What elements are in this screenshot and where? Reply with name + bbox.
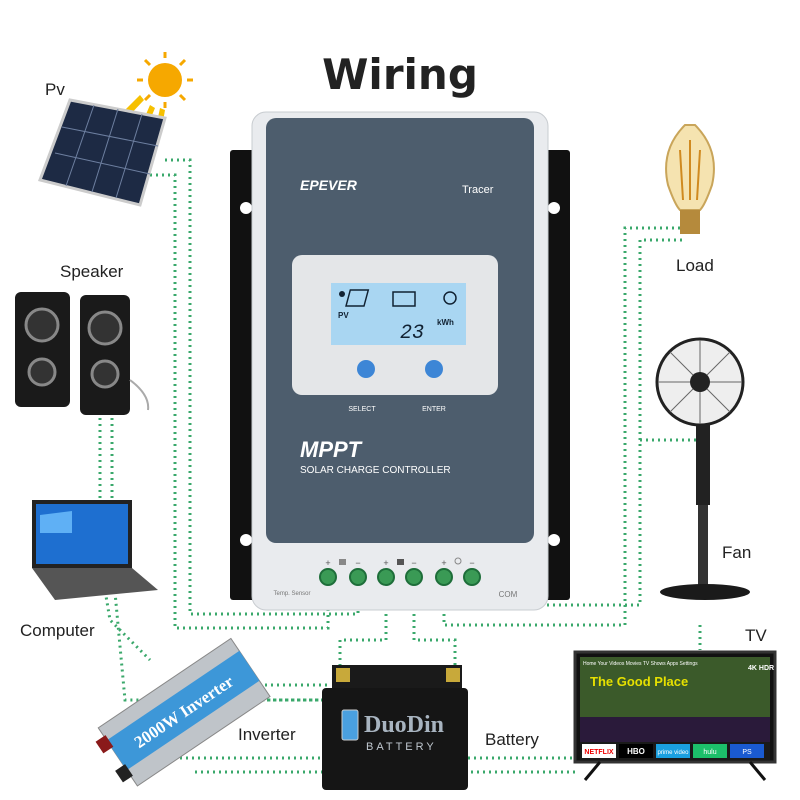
tv-app-playstation: PS: [742, 749, 752, 756]
terminal-sign: −: [411, 558, 416, 568]
lcd-screen: [331, 283, 466, 345]
pv-negative-terminal: [349, 568, 367, 586]
label-load: Load: [676, 256, 714, 275]
label-pv: Pv: [45, 80, 65, 99]
load-terminal-icon: [454, 557, 462, 565]
lcd-pv-icon: [339, 289, 370, 307]
select-label: SELECT: [348, 406, 376, 413]
page-title: Wiring: [322, 50, 478, 99]
epever-logo: EPEVER: [300, 177, 358, 193]
temp-sensor-label: Temp. Sensor: [273, 591, 310, 597]
solar-charge-controller-label: SOLAR CHARGE CONTROLLER: [300, 465, 451, 476]
tv-app-prime: prime video: [657, 750, 689, 756]
label-computer: Computer: [20, 621, 95, 640]
tracer-label: Tracer: [462, 184, 494, 196]
pv-terminal-icon: [339, 559, 346, 565]
lcd-bulb-icon: [443, 291, 457, 305]
label-fan: Fan: [722, 543, 752, 562]
terminal-sign: +: [325, 558, 330, 568]
battery-brand-text: DuoDin: [364, 712, 444, 738]
battery-image: DuoDin BATTERY: [322, 665, 468, 790]
terminal-sign: −: [355, 558, 360, 568]
wire-load-pos: [442, 226, 685, 627]
select-button[interactable]: [357, 360, 375, 378]
tv-app-hbo: HBO: [627, 747, 645, 756]
terminal-sign: −: [469, 558, 474, 568]
label-speaker: Speaker: [60, 262, 124, 281]
tv-show-title: The Good Place: [590, 674, 688, 689]
load-positive-terminal: [435, 568, 453, 586]
terminal-sign: +: [441, 558, 446, 568]
pv-positive-terminal: [319, 568, 337, 586]
laptop-image: [32, 500, 158, 600]
terminals: + − + − + −: [319, 557, 481, 586]
mppt-label: MPPT: [300, 437, 363, 462]
wire-pv-positive: [150, 173, 330, 630]
lcd-pv-label: PV: [338, 311, 349, 320]
tv-menu-text: Home Your Videos Movies TV Shows Apps Se…: [583, 661, 698, 667]
load-negative-terminal: [463, 568, 481, 586]
tv-image: Home Your Videos Movies TV Shows Apps Se…: [573, 650, 777, 781]
solar-panel-image: [38, 98, 167, 207]
battery-positive-terminal: [377, 568, 395, 586]
battery-word-text: BATTERY: [366, 741, 437, 753]
tv-app-netflix: NETFLIX: [584, 749, 613, 756]
label-battery: Battery: [485, 730, 539, 749]
inverter-image: 2000W Inverter: [95, 637, 271, 787]
fan-image: [655, 337, 750, 600]
enter-button[interactable]: [425, 360, 443, 378]
lcd-value: 23: [400, 322, 424, 345]
lcd-battery-icon: [392, 291, 416, 307]
wire-speaker-2: [98, 412, 152, 662]
label-inverter: Inverter: [238, 725, 296, 744]
lcd-unit: kWh: [437, 318, 454, 327]
battery-negative-terminal: [405, 568, 423, 586]
label-tv: TV: [745, 626, 767, 645]
battery-terminal-icon: [397, 559, 404, 565]
tv-app-hulu: hulu: [703, 749, 716, 756]
speakers-image: [15, 292, 150, 415]
com-label: COM: [499, 590, 518, 599]
wire-battery-neg: [412, 590, 457, 670]
terminal-sign: +: [383, 558, 388, 568]
charge-controller: EPEVER Tracer PV 23 kWh SELECT ENTER MPP…: [230, 111, 570, 611]
enter-label: ENTER: [422, 406, 446, 413]
wire-battery-pos: [338, 590, 388, 670]
light-bulb-image: [665, 124, 715, 234]
tv-4k-badge: 4K HDR: [748, 665, 774, 672]
